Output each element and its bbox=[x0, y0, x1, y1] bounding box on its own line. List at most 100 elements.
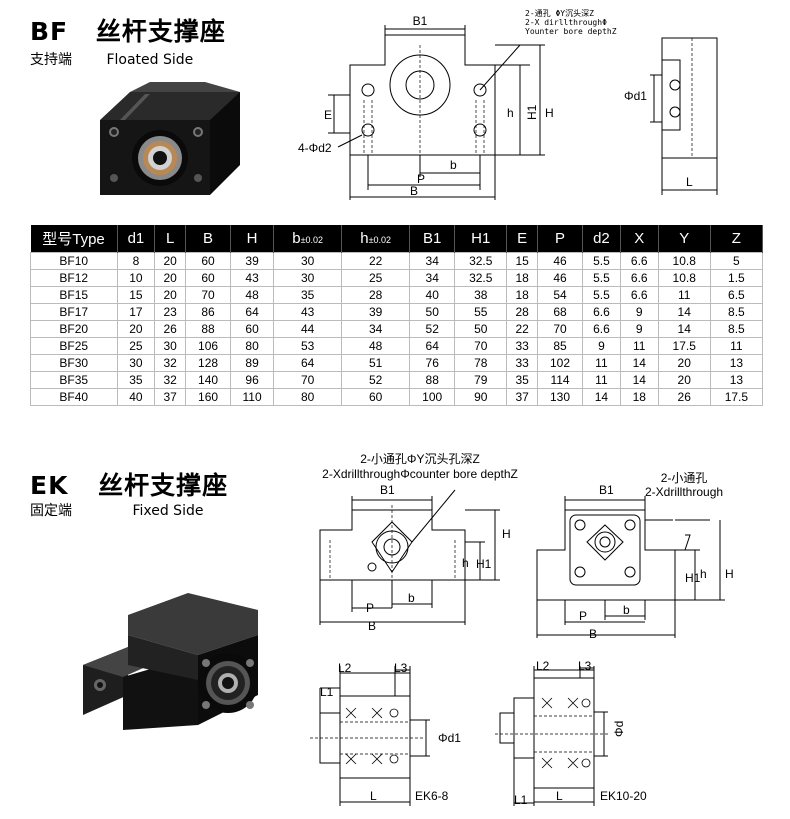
ek-note-1: 2-小通孔ΦY沉头孔深Z 2-XdrillthroughΦcounter bor… bbox=[300, 452, 540, 482]
value-cell: 51 bbox=[341, 354, 411, 372]
header-h: h±0.02 bbox=[341, 225, 411, 253]
value-cell: 8 bbox=[116, 252, 156, 270]
bf-sub-en: Floated Side bbox=[106, 52, 194, 68]
value-cell: 14 bbox=[619, 354, 659, 372]
header-b-width: B bbox=[185, 225, 232, 253]
value-cell: 6.5 bbox=[709, 286, 764, 304]
value-cell: 30 bbox=[154, 337, 187, 355]
ek-note-2-en: 2-Xdrillthrough bbox=[645, 485, 724, 499]
value-cell: 17.5 bbox=[709, 388, 764, 406]
value-cell: 106 bbox=[185, 337, 232, 355]
value-cell: 6.6 bbox=[619, 286, 659, 304]
value-cell: 52 bbox=[409, 320, 456, 338]
value-cell: 43 bbox=[230, 269, 275, 287]
value-cell: 88 bbox=[409, 371, 456, 389]
value-cell: 86 bbox=[185, 303, 232, 321]
ek-sub-cn: 固定端 bbox=[30, 503, 72, 519]
header-e: E bbox=[506, 225, 539, 253]
value-cell: 34 bbox=[341, 320, 411, 338]
value-cell: 30 bbox=[273, 252, 343, 270]
value-cell: 60 bbox=[341, 388, 411, 406]
header-b-tol: ±0.02 bbox=[300, 235, 324, 245]
value-cell: 76 bbox=[409, 354, 456, 372]
value-cell: 48 bbox=[341, 337, 411, 355]
model-cell: BF17 bbox=[30, 303, 118, 321]
bf-label-d2: 4-Φd2 bbox=[298, 141, 332, 155]
value-cell: 39 bbox=[230, 252, 275, 270]
value-cell: 32.5 bbox=[454, 269, 508, 287]
value-cell: 37 bbox=[154, 388, 187, 406]
bf-hole-note-1: 2-通孔 ΦY沉头深Z bbox=[525, 9, 594, 18]
value-cell: 32 bbox=[154, 354, 187, 372]
ek-caption-a: EK6-8 bbox=[415, 789, 449, 803]
value-cell: 26 bbox=[657, 388, 711, 406]
ek-side-drawing-b: L2 L3 Φd L1 L EK10-20 bbox=[495, 659, 647, 807]
value-cell: 55 bbox=[454, 303, 508, 321]
value-cell: 34 bbox=[409, 269, 456, 287]
value-cell: 68 bbox=[537, 303, 583, 321]
ek-b-label-h1: H1 bbox=[685, 571, 701, 585]
value-cell: 40 bbox=[116, 388, 156, 406]
ek-title-cn: 丝杆支撑座 bbox=[98, 471, 229, 500]
value-cell: 40 bbox=[409, 286, 456, 304]
value-cell: 64 bbox=[409, 337, 456, 355]
value-cell: 23 bbox=[154, 303, 187, 321]
value-cell: 30 bbox=[116, 354, 156, 372]
value-cell: 25 bbox=[341, 269, 411, 287]
header-y: Y bbox=[658, 225, 711, 253]
ek-front-drawing-a: B1 H h H1 P b B bbox=[319, 483, 511, 630]
value-cell: 11 bbox=[619, 337, 659, 355]
model-cell: BF30 bbox=[30, 354, 118, 372]
bf-side-drawing: Φd1 L bbox=[624, 37, 718, 195]
header-h-height: H bbox=[230, 225, 275, 253]
value-cell: 10 bbox=[116, 269, 156, 287]
value-cell: 39 bbox=[341, 303, 411, 321]
model-cell: BF25 bbox=[30, 337, 118, 355]
header-h-label: h bbox=[360, 230, 369, 247]
model-cell: BF40 bbox=[30, 388, 118, 406]
value-cell: 70 bbox=[273, 371, 343, 389]
value-cell: 11 bbox=[582, 354, 621, 372]
value-cell: 54 bbox=[537, 286, 583, 304]
value-cell: 5.5 bbox=[582, 269, 621, 287]
value-cell: 6.6 bbox=[582, 303, 621, 321]
value-cell: 9 bbox=[619, 303, 659, 321]
value-cell: 88 bbox=[185, 320, 232, 338]
ek-note-1-en: 2-XdrillthroughΦcounter bore depthZ bbox=[322, 467, 518, 481]
value-cell: 80 bbox=[230, 337, 275, 355]
value-cell: 52 bbox=[341, 371, 411, 389]
value-cell: 70 bbox=[454, 337, 508, 355]
value-cell: 34 bbox=[409, 252, 456, 270]
bf-label-p: P bbox=[417, 172, 425, 186]
value-cell: 128 bbox=[185, 354, 232, 372]
value-cell: 6.6 bbox=[619, 269, 659, 287]
ek-a-label-h1: H1 bbox=[476, 557, 492, 571]
ek-b-label-b1: B1 bbox=[599, 483, 614, 497]
value-cell: 50 bbox=[454, 320, 508, 338]
ek-b-label-h: h bbox=[700, 567, 707, 581]
value-cell: 80 bbox=[273, 388, 343, 406]
bf-label-d1: Φd1 bbox=[624, 89, 647, 103]
bf-label-h1: H1 bbox=[525, 104, 539, 120]
value-cell: 13 bbox=[709, 371, 764, 389]
ek-b-label-p: P bbox=[579, 609, 587, 623]
bf-hole-note: 2-通孔 ΦY沉头深Z 2-X dirllthroughΦ Younter bo… bbox=[525, 9, 617, 36]
value-cell: 78 bbox=[454, 354, 508, 372]
header-b1: B1 bbox=[409, 225, 456, 253]
value-cell: 17.5 bbox=[657, 337, 711, 355]
header-h1: H1 bbox=[454, 225, 508, 253]
value-cell: 8.5 bbox=[709, 320, 764, 338]
ek-a-label-b1: B1 bbox=[380, 483, 395, 497]
ek-sub-en: Fixed Side bbox=[132, 503, 204, 519]
ek-title-code: EK bbox=[30, 471, 69, 500]
value-cell: 35 bbox=[116, 371, 156, 389]
value-cell: 114 bbox=[537, 371, 583, 389]
value-cell: 64 bbox=[230, 303, 275, 321]
value-cell: 18 bbox=[506, 286, 539, 304]
value-cell: 89 bbox=[230, 354, 275, 372]
value-cell: 37 bbox=[506, 388, 539, 406]
ek-front-drawing-b: B1 H1 h H P b B bbox=[536, 483, 734, 640]
